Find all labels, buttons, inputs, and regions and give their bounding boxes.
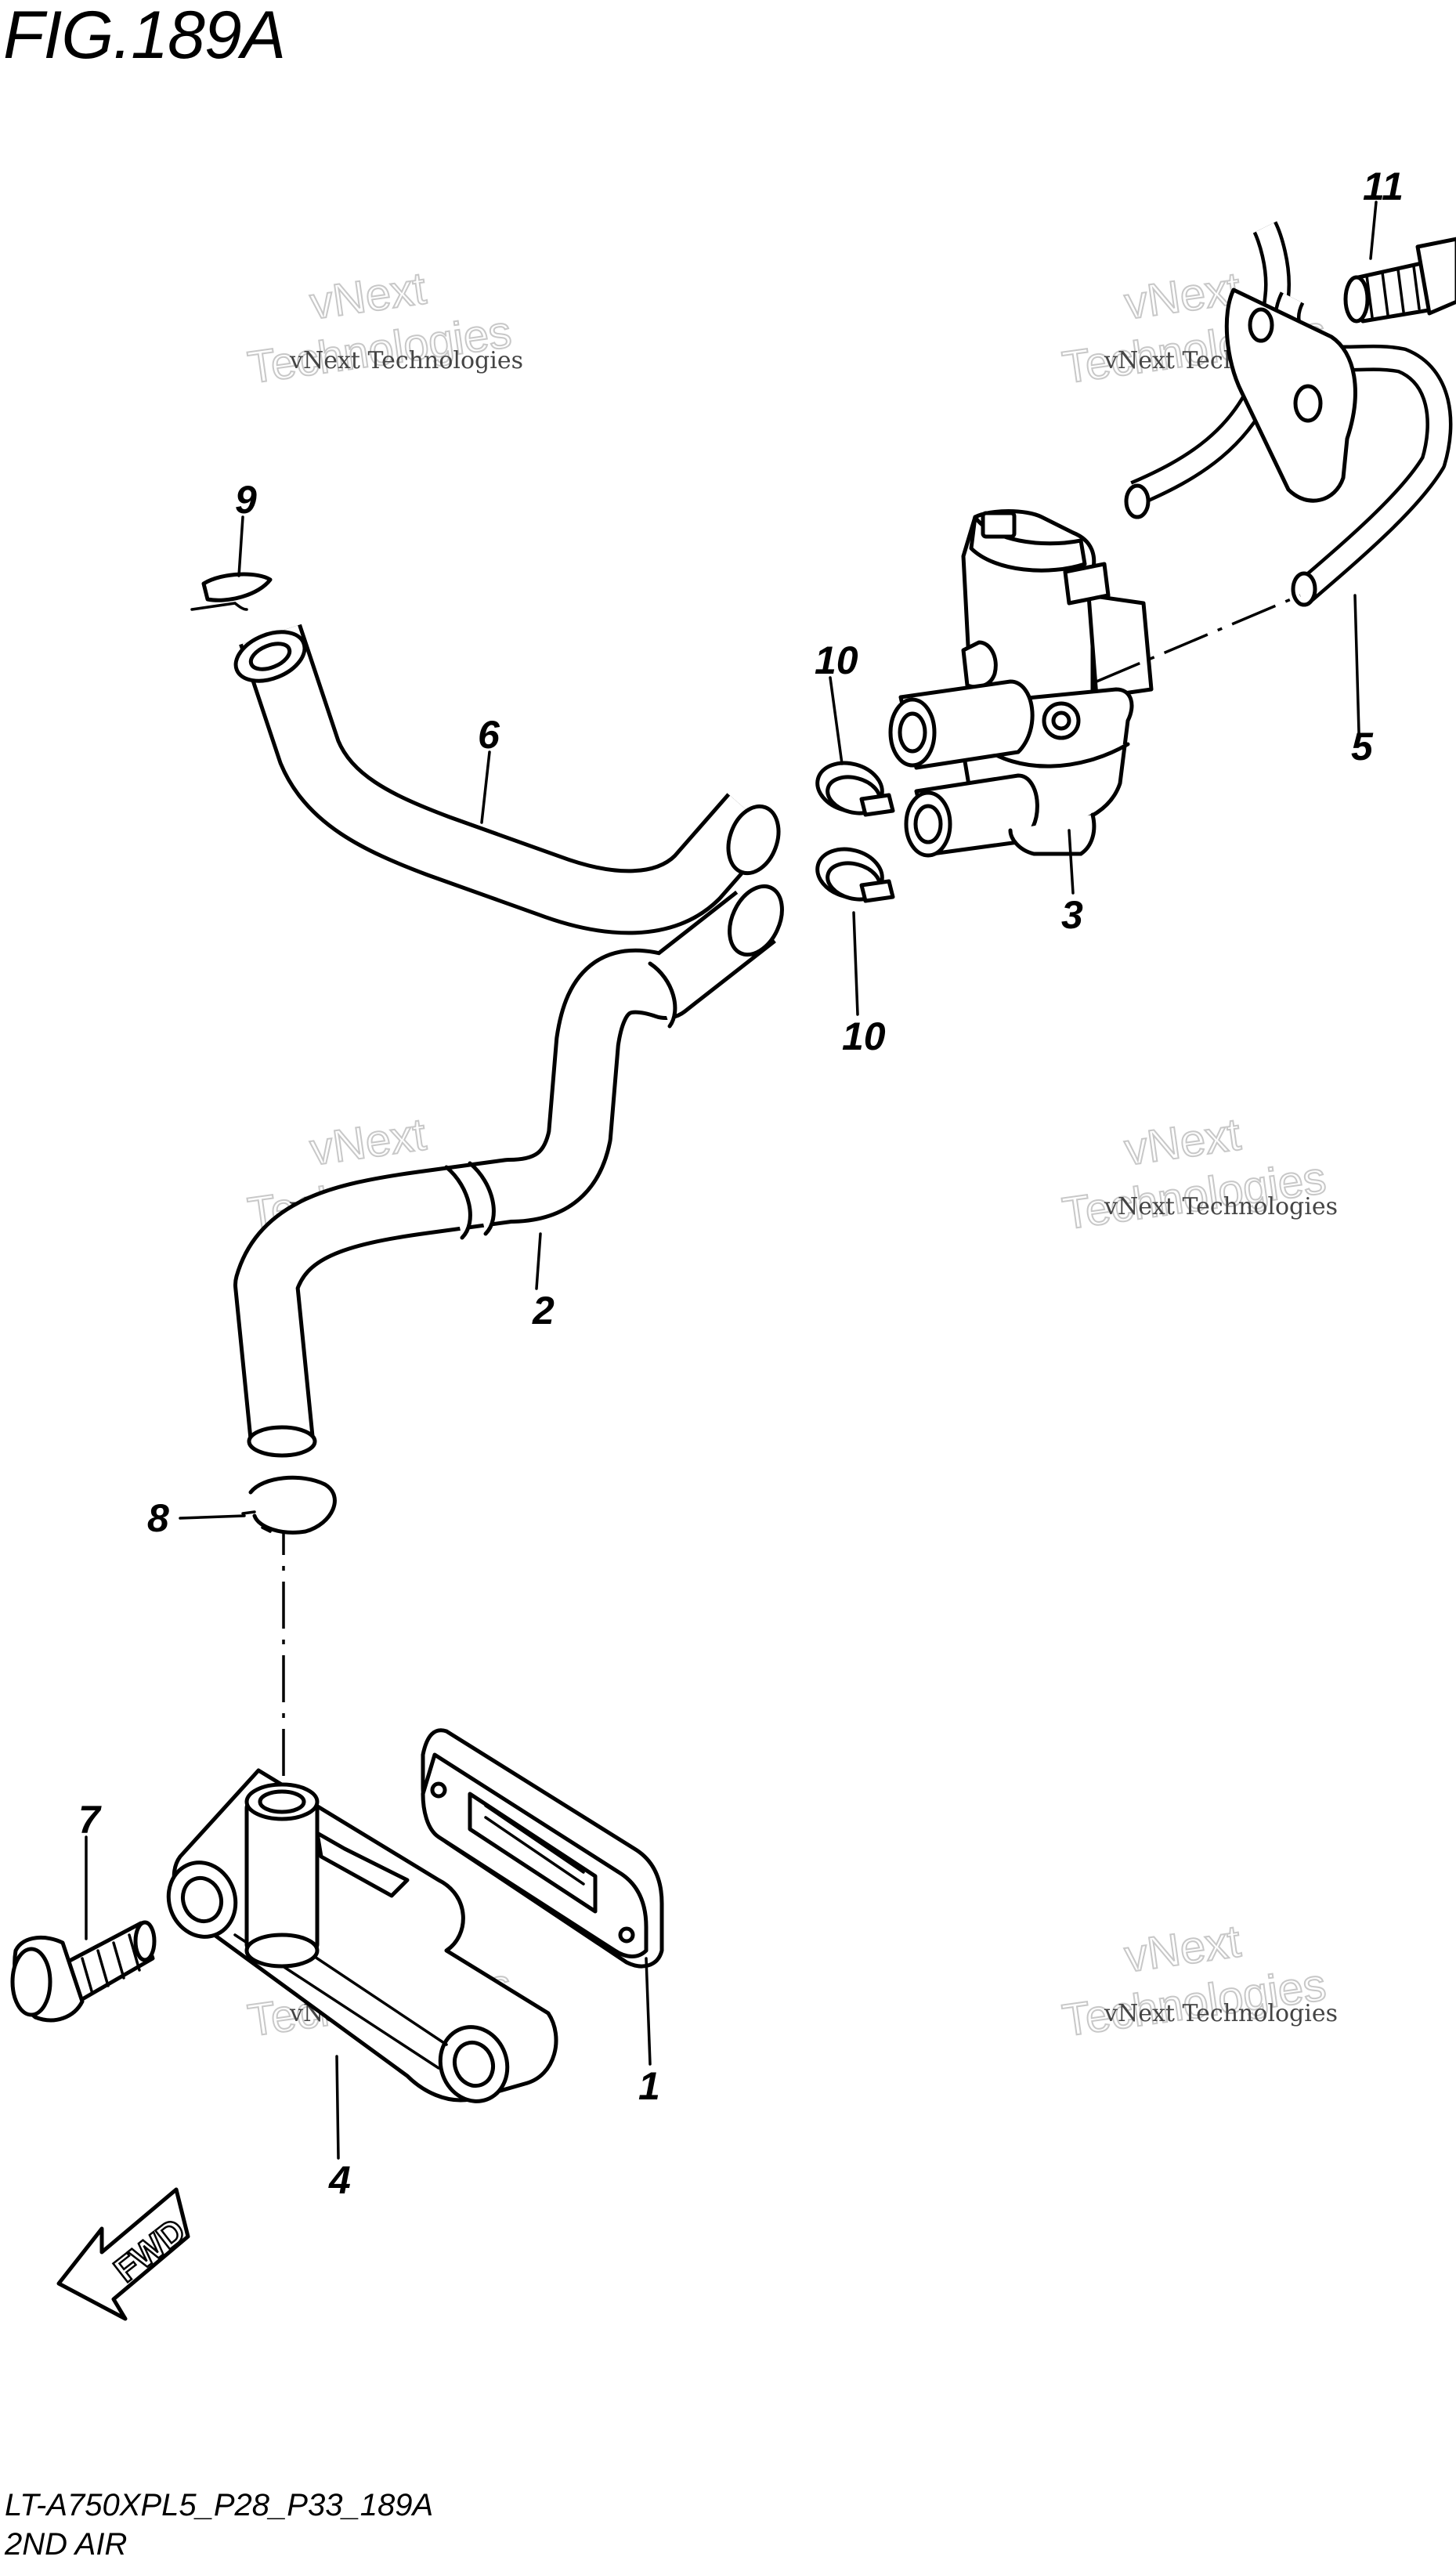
- svg-text:vNext Technologies: vNext Technologies: [1104, 2000, 1338, 2027]
- part-9-clip: [190, 572, 273, 611]
- section-name: 2ND AIR: [5, 2527, 128, 2562]
- fwd-arrow: FWD: [56, 2187, 193, 2321]
- figure-title: FIG.189A: [3, 0, 286, 73]
- part-4-flange: [166, 1768, 558, 2103]
- svg-text:vNext Technologies: vNext Technologies: [289, 347, 523, 374]
- callout-4: 4: [328, 2158, 351, 2202]
- watermark-top-left: vNext Technologies vNext Technologies: [244, 262, 524, 394]
- part-2-hose: [233, 884, 784, 1458]
- part-7-bolt: [10, 1920, 157, 2023]
- part-1-gasket: [421, 1728, 664, 1969]
- part-10-clamp-upper: [815, 761, 895, 817]
- watermark-middle-right: vNext Technologies vNext Technologies: [1059, 1108, 1339, 1240]
- part-3-valve: [888, 509, 1154, 858]
- part-10-clamp-lower: [815, 847, 895, 903]
- model-code: LT-A750XPL5_P28_P33_189A: [5, 2488, 434, 2522]
- callout-8: 8: [147, 1496, 169, 1540]
- callout-6: 6: [478, 713, 500, 757]
- callout-11: 11: [1363, 165, 1404, 208]
- callout-10-upper: 10: [815, 638, 858, 682]
- part-11-bolt: [1343, 237, 1456, 324]
- part-8-clip: [241, 1475, 337, 1535]
- callout-1: 1: [638, 2064, 660, 2108]
- svg-text:vNext Technologies: vNext Technologies: [1104, 1193, 1338, 1220]
- leader-lines: [85, 201, 1378, 2160]
- callout-9: 9: [235, 478, 257, 522]
- watermark-bottom-right: vNext Technologies vNext Technologies: [1059, 1915, 1339, 2047]
- callout-2: 2: [532, 1289, 555, 1333]
- connector-line-valve-to-pipe: [1096, 594, 1301, 683]
- callout-3: 3: [1061, 893, 1083, 937]
- part-6-hose: [233, 624, 781, 935]
- callout-7: 7: [78, 1798, 102, 1842]
- callout-5: 5: [1351, 725, 1374, 768]
- callout-10-lower: 10: [842, 1014, 886, 1058]
- part-5-pipe: [1124, 221, 1453, 607]
